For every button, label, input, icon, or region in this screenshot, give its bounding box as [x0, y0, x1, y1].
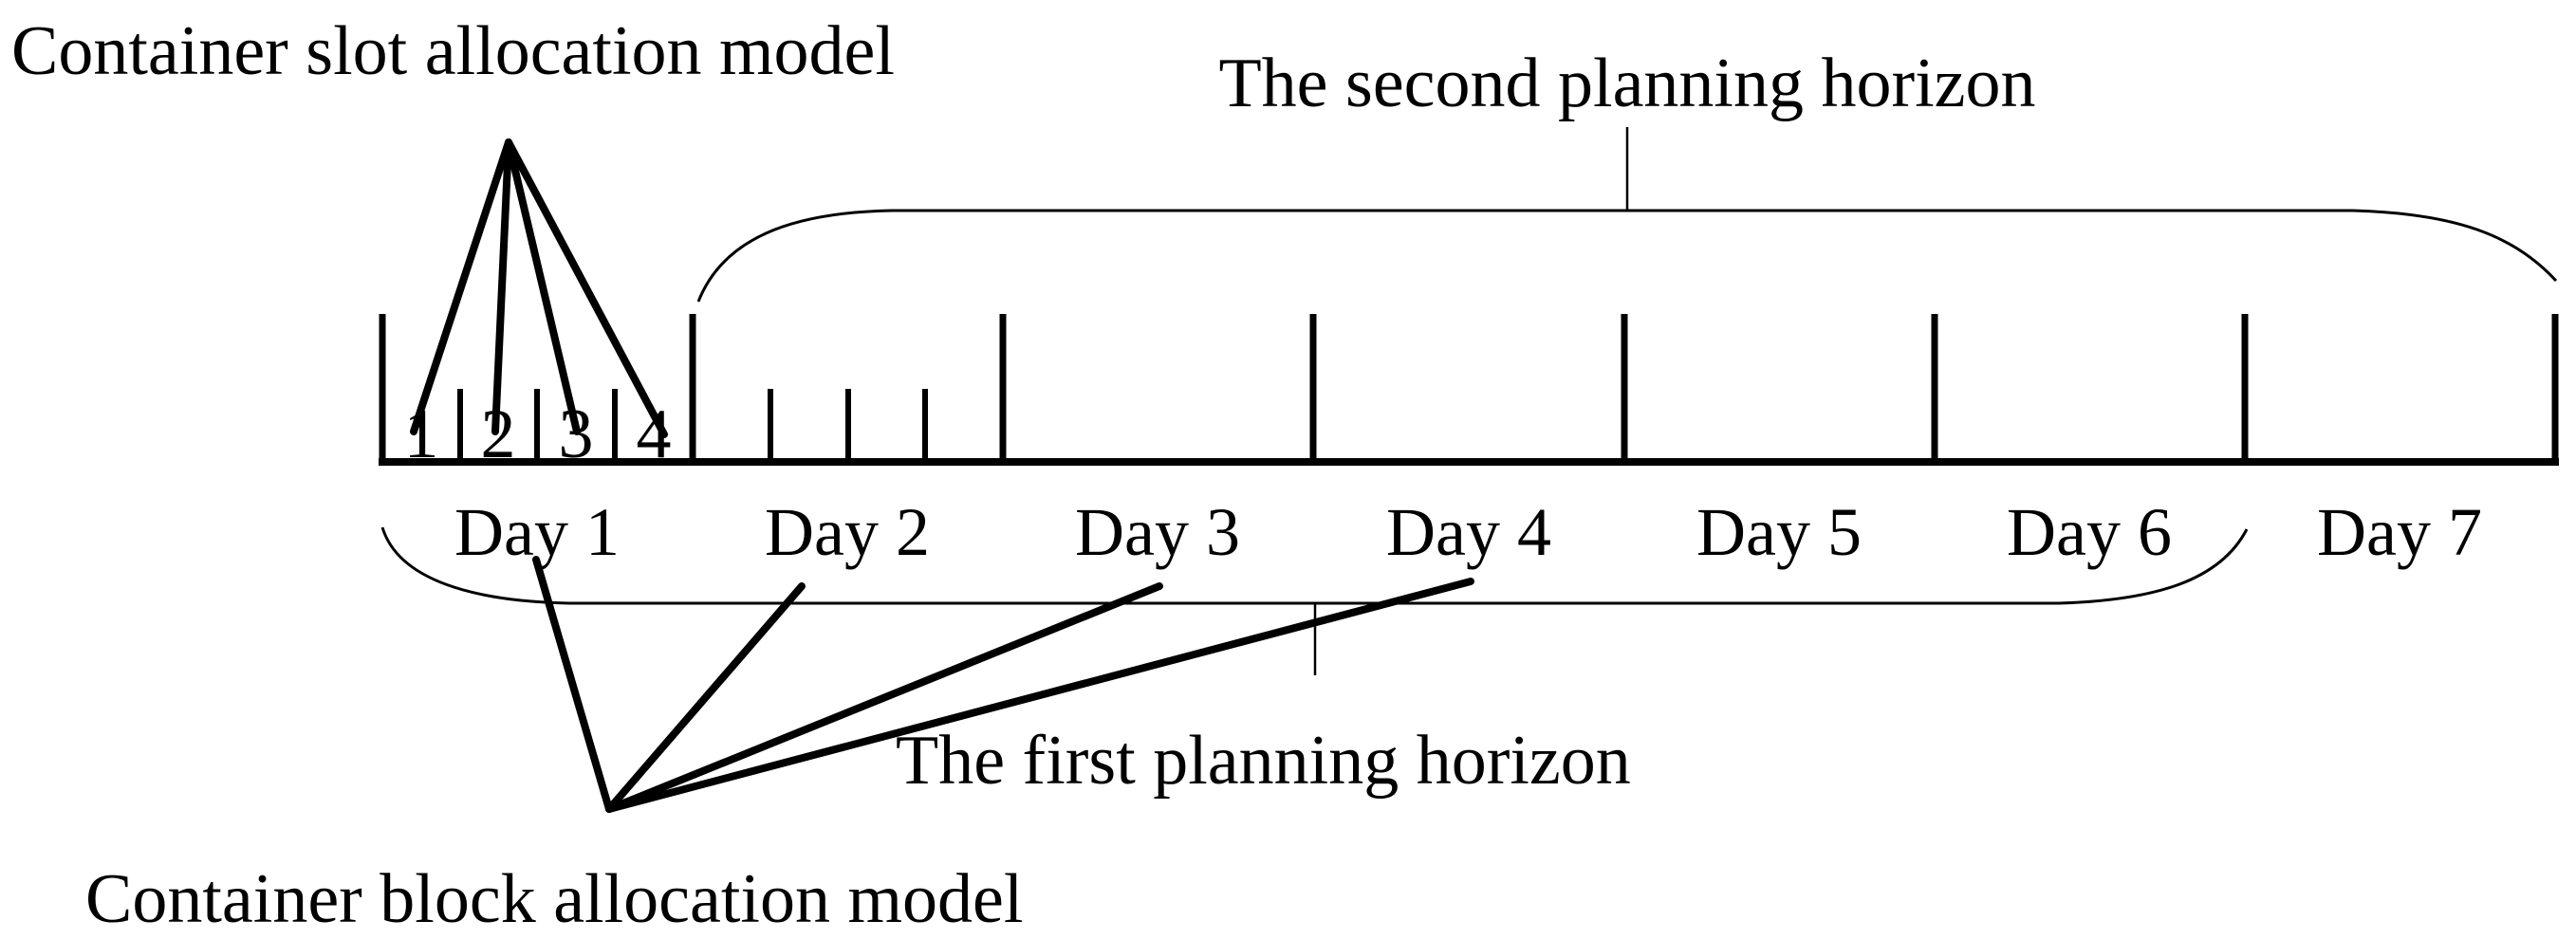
slot-number: 3 [559, 396, 594, 473]
block-model-label: Container block allocation model [85, 860, 1023, 938]
first-horizon-label: The first planning horizon [896, 722, 1631, 800]
slot-pointer-line [491, 138, 512, 435]
slot-number: 1 [404, 396, 439, 473]
slot-number: 4 [637, 396, 672, 473]
slot-pointer-line [410, 138, 512, 435]
day-boundary-ticks [379, 314, 2559, 462]
slot-numbers: 1 2 3 4 [404, 396, 672, 473]
day-labels: Day 1 Day 2 Day 3 Day 4 Day 5 Day 6 Day … [454, 494, 2482, 570]
day2-slot-divider-ticks [768, 389, 928, 462]
slot-model-label: Container slot allocation model [11, 12, 895, 90]
day-label: Day 5 [1696, 494, 1862, 570]
second-horizon-brace [696, 209, 2558, 303]
day-label: Day 2 [765, 494, 930, 570]
day-label: Day 6 [2007, 494, 2172, 570]
block-allocation-fan [532, 556, 1474, 813]
block-pointer-line [605, 578, 1474, 813]
block-pointer-line [532, 556, 613, 813]
first-horizon-brace [380, 526, 2249, 605]
slot-pointer-line [505, 138, 668, 438]
block-pointer-line [605, 582, 1163, 813]
slot-allocation-fan [410, 138, 668, 438]
slot-pointer-line [505, 138, 581, 435]
day-label: Day 4 [1386, 494, 1551, 570]
day-label: Day 3 [1075, 494, 1240, 570]
second-horizon-label: The second planning horizon [1218, 45, 2035, 122]
day-label: Day 7 [2317, 494, 2482, 570]
slot-number: 2 [481, 396, 516, 473]
day1-slot-divider-ticks [457, 389, 618, 462]
block-pointer-line [605, 582, 806, 813]
